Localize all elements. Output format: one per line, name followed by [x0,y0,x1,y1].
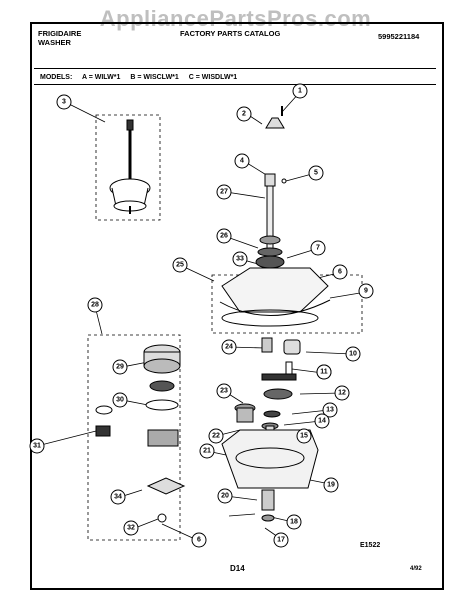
callout-labels: 1 2 3 4 5 6 6 7 8 9 10 11 12 13 14 15 16… [29,83,374,548]
svg-text:21: 21 [203,448,211,455]
callout-6: 6 [332,264,348,280]
svg-text:22: 22 [212,433,220,440]
callout-33: 33 [232,251,248,267]
callout-13: 13 [322,402,338,418]
callout-14: 14 [314,413,330,429]
callout-19: 19 [323,477,339,493]
models-rule [34,84,436,85]
callout-9: 9 [358,283,374,299]
svg-text:32: 32 [127,525,135,532]
callout-30: 30 [112,392,128,408]
model-b: B = WISCLW*1 [130,74,179,81]
callout-20: 20 [217,488,233,504]
callout-29: 29 [112,359,128,375]
diagram-code: E1522 [360,542,381,549]
catalog-number: 5995221184 [378,32,420,41]
part-group-box-28 [87,334,181,541]
page-title: FACTORY PARTS CATALOG [180,29,281,38]
models-line: MODELS: A = WILW*1 B = WISCLW*1 C = WISD… [40,74,245,81]
part-illustrations [95,106,331,523]
svg-text:5: 5 [314,170,318,177]
callout-7: 7 [310,240,326,256]
callout-6-lower: 6 [191,532,207,548]
callout-25: 25 [172,257,188,273]
catalog-page-frame [30,22,444,590]
svg-text:18: 18 [290,519,298,526]
svg-text:28: 28 [91,302,99,309]
svg-text:1: 1 [298,88,302,95]
model-a: A = WILW*1 [81,74,121,81]
callout-23: 23 [216,383,232,399]
svg-text:25: 25 [176,262,184,269]
callout-34: 34 [110,489,126,505]
callout-21: 21 [199,443,215,459]
svg-text:11: 11 [320,369,328,376]
svg-text:6: 6 [197,537,201,544]
svg-text:9: 9 [364,288,368,295]
svg-text:13: 13 [326,407,334,414]
callout-31: 31 [29,438,45,454]
callout-5: 5 [308,165,324,181]
svg-text:15: 15 [300,433,308,440]
svg-text:24: 24 [225,344,233,351]
part-group-box-3 [95,114,161,221]
svg-text:6: 6 [338,269,342,276]
svg-text:20: 20 [221,493,229,500]
callout-12: 12 [334,385,350,401]
svg-text:7: 7 [316,245,320,252]
appliance-type: WASHER [38,38,71,47]
svg-text:31: 31 [33,443,41,450]
callout-27: 27 [216,184,232,200]
svg-text:34: 34 [114,494,122,501]
svg-text:2: 2 [242,111,246,118]
callout-4: 4 [234,153,250,169]
revision-date: 4/92 [410,566,422,572]
callout-24: 24 [221,339,237,355]
callout-32: 32 [123,520,139,536]
svg-text:27: 27 [220,189,228,196]
svg-text:3: 3 [62,99,66,106]
header-rule [34,68,436,69]
svg-text:12: 12 [338,390,346,397]
callout-11: 11 [316,364,332,380]
svg-text:33: 33 [236,256,244,263]
svg-text:29: 29 [116,364,124,371]
callout-26: 26 [216,228,232,244]
callout-1: 1 [292,83,308,99]
svg-text:19: 19 [327,482,335,489]
page-number: D14 [230,564,245,573]
svg-text:30: 30 [116,397,124,404]
models-label: MODELS: [40,74,73,81]
callout-22: 22 [208,428,224,444]
svg-text:14: 14 [318,418,326,425]
callout-28: 28 [87,297,103,313]
svg-text:26: 26 [220,233,228,240]
model-c: C = WISDLW*1 [188,74,238,81]
svg-text:4: 4 [240,158,244,165]
svg-text:17: 17 [277,537,285,544]
svg-text:10: 10 [349,351,357,358]
callout-10: 10 [345,346,361,362]
svg-text:23: 23 [220,388,228,395]
callout-18: 18 [286,514,302,530]
callout-3: 3 [56,94,72,110]
callout-17: 17 [273,532,289,548]
brand-name: FRIGIDAIRE [38,29,82,38]
callout-15: 15 [296,428,312,444]
callout-2: 2 [236,106,252,122]
watermark: AppliancePartsPros.com [99,6,372,31]
